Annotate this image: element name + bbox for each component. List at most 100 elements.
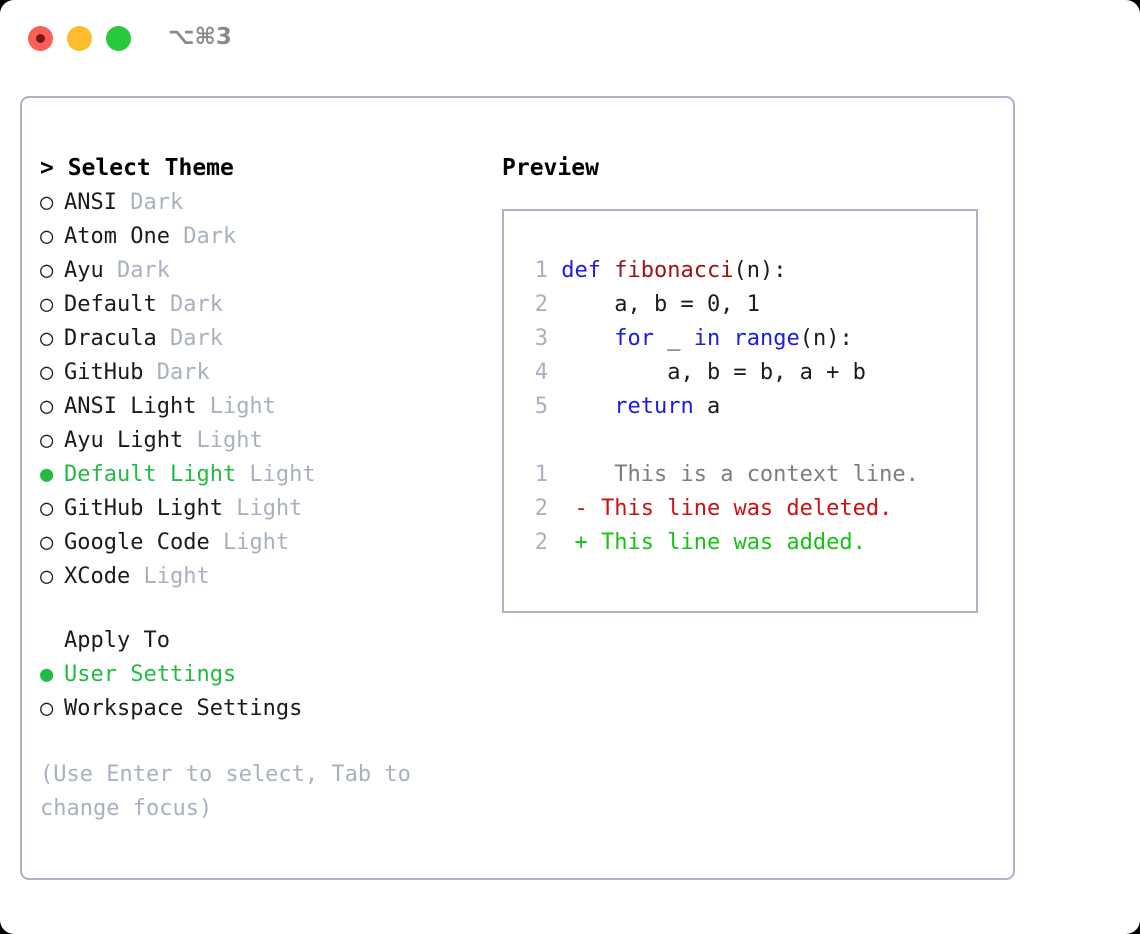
code-token <box>601 258 614 283</box>
keyboard-hint-text: (Use Enter to select, Tab to change focu… <box>40 762 425 821</box>
code-token: fibonacci <box>614 258 734 283</box>
code-token: in <box>693 326 721 351</box>
code-token: a, b = 0, 1 <box>548 292 760 317</box>
theme-variant-label: Light <box>236 462 316 487</box>
preview-heading: Preview <box>502 155 599 181</box>
theme-list-item[interactable]: ○ GitHub Dark <box>40 356 480 390</box>
theme-name-label: ANSI <box>64 190 117 215</box>
code-token: a <box>693 394 721 419</box>
theme-variant-label: Dark <box>156 292 223 317</box>
code-line: 4 a, b = b, a + b <box>522 356 962 390</box>
radio-unselected-icon: ○ <box>40 696 54 721</box>
code-token: (n): <box>733 258 787 283</box>
radio-unselected-icon: ○ <box>40 496 54 521</box>
radio-unselected-icon: ○ <box>40 292 54 317</box>
theme-list-item[interactable]: ○ Default Dark <box>40 288 480 322</box>
radio-unselected-icon: ○ <box>40 360 54 385</box>
select-theme-heading: > Select Theme <box>40 155 234 181</box>
code-token <box>720 326 733 351</box>
code-token: a, b = b, a + b <box>548 360 866 385</box>
radio-unselected-icon: ○ <box>40 564 54 589</box>
diff-marker: - <box>548 496 588 521</box>
apply-to-heading: Apply To <box>64 628 170 653</box>
theme-variant-label: Dark <box>169 224 237 249</box>
apply-to-item[interactable]: ●User Settings <box>40 658 480 692</box>
code-token: return <box>614 394 694 419</box>
code-token: for <box>614 326 654 351</box>
theme-variant-label: Dark <box>156 326 223 351</box>
theme-variant-label: Dark <box>143 360 210 385</box>
theme-name-label: XCode <box>64 564 131 589</box>
code-token <box>548 326 614 351</box>
radio-unselected-icon: ○ <box>40 326 54 351</box>
theme-variant-label: Light <box>222 496 303 521</box>
diff-line: 2 - This line was deleted. <box>522 492 962 526</box>
apply-to-section: Apply To ●User Settings ○ Workspace Settin… <box>40 624 480 726</box>
diff-line: 1 This is a context line. <box>522 458 962 492</box>
code-line: 1 def fibonacci(n): <box>522 254 962 288</box>
code-token: def <box>561 258 601 283</box>
theme-name-label: Dracula <box>64 326 157 351</box>
close-button-icon[interactable] <box>28 26 53 51</box>
theme-variant-label: Light <box>209 530 290 555</box>
code-spacer <box>522 424 962 458</box>
theme-list-item[interactable]: ○ XCode Light <box>40 560 480 594</box>
theme-name-label: Atom One <box>64 224 170 249</box>
theme-list-item[interactable]: ○ Atom One Dark <box>40 220 480 254</box>
line-number: 4 <box>534 360 548 385</box>
apply-to-label: User Settings <box>64 662 237 687</box>
apply-to-item[interactable]: ○ Workspace Settings <box>40 692 480 726</box>
theme-name-label: Google Code <box>64 530 210 555</box>
apply-to-list[interactable]: ●User Settings ○ Workspace Settings <box>40 658 480 726</box>
theme-variant-label: Light <box>183 428 263 453</box>
radio-unselected-icon: ○ <box>40 224 54 249</box>
maximize-button-icon[interactable] <box>106 26 131 51</box>
radio-unselected-icon: ○ <box>40 190 54 215</box>
theme-list-item[interactable]: ○ Dracula Dark <box>40 322 480 356</box>
theme-variant-label: Light <box>130 564 210 589</box>
preview-column: Preview 1 def fibonacci(n):2 a, b = 0, 1… <box>502 150 1002 613</box>
line-number: 3 <box>534 326 548 351</box>
code-line: 3 for _ in range(n): <box>522 322 962 356</box>
title-bar: ⌥⌘3 <box>0 0 1140 78</box>
theme-name-label: Default <box>64 292 157 317</box>
radio-unselected-icon: ○ <box>40 428 54 453</box>
theme-variant-label: Light <box>196 394 276 419</box>
code-token <box>548 258 561 283</box>
theme-list-item[interactable]: ○ ANSI Light Light <box>40 390 480 424</box>
theme-name-label: Default Light <box>64 462 237 487</box>
main-panel: > Select Theme ○ANSI Dark○Atom One Dark○… <box>20 96 1015 880</box>
radio-unselected-icon: ○ <box>40 394 54 419</box>
line-number: 5 <box>534 394 548 419</box>
theme-list-item[interactable]: ○Ayu Dark <box>40 254 480 288</box>
code-token: (n): <box>799 326 853 351</box>
theme-list-item[interactable]: ○ GitHub Light Light <box>40 492 480 526</box>
theme-list-item[interactable]: ○ANSI Dark <box>40 186 480 220</box>
theme-picker-column: > Select Theme ○ANSI Dark○Atom One Dark○… <box>40 150 480 826</box>
line-number: 1 <box>534 462 548 487</box>
theme-list-item[interactable]: ●Default Light Light <box>40 458 480 492</box>
apply-to-label: Workspace Settings <box>64 696 303 721</box>
theme-name-label: ANSI Light <box>64 394 197 419</box>
diff-line: 2 + This line was added. <box>522 526 962 560</box>
theme-name-label: GitHub <box>64 360 144 385</box>
line-number: 2 <box>534 292 548 317</box>
theme-name-label: GitHub Light <box>64 496 223 521</box>
window-controls <box>28 26 131 51</box>
diff-marker <box>548 462 588 487</box>
code-token: _ <box>653 326 694 351</box>
theme-variant-label: Dark <box>103 258 170 283</box>
diff-text: This is a context line. <box>587 462 919 487</box>
keyboard-shortcut-label: ⌥⌘3 <box>168 24 232 50</box>
theme-list-item[interactable]: ○Ayu Light Light <box>40 424 480 458</box>
theme-list[interactable]: ○ANSI Dark○Atom One Dark○Ayu Dark○Defaul… <box>40 186 480 594</box>
close-button-inner-dot <box>36 34 45 43</box>
code-line: 2 a, b = 0, 1 <box>522 288 962 322</box>
theme-list-item[interactable]: ○ Google Code Light <box>40 526 480 560</box>
minimize-button-icon[interactable] <box>67 26 92 51</box>
radio-unselected-icon: ○ <box>40 530 54 555</box>
theme-name-label: Ayu <box>64 258 104 283</box>
line-number: 2 <box>534 530 548 555</box>
code-token <box>548 394 614 419</box>
